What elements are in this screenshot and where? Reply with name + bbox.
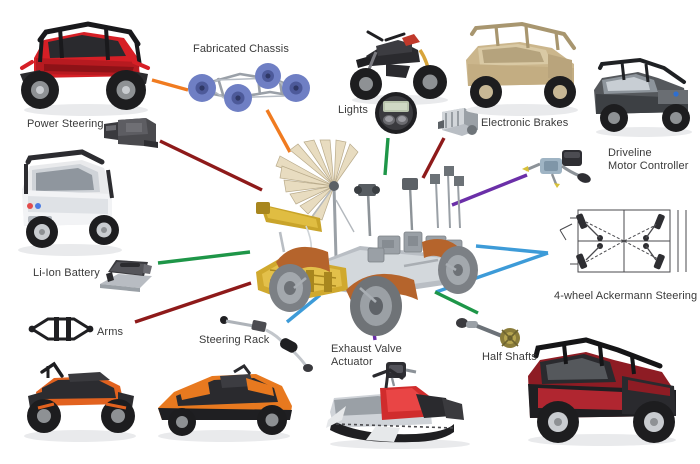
label-power-steering: Power Steering (27, 118, 104, 130)
headlight-cluster-pod-image (373, 90, 419, 136)
label-arms: Arms (97, 326, 124, 338)
red-sport-side-by-side-image (14, 18, 156, 118)
red-black-utility-truck-image (514, 334, 690, 450)
label-ackermann-steering: 4-wheel Ackermann Steering (554, 290, 698, 302)
label-lights: Lights (338, 104, 368, 116)
red-snowmobile-image (320, 354, 482, 450)
orange-atv-quad-image (14, 352, 146, 444)
li-ion-battery-pack-image (94, 252, 160, 296)
tan-military-utility-vehicle-image (456, 20, 588, 118)
lunar-rover-center-image (250, 139, 500, 336)
white-electric-utility-car-image (8, 146, 128, 261)
suspension-control-arms-image (28, 313, 94, 345)
orange-three-wheel-roadster-image (150, 352, 300, 444)
connector-battery-to-rover (157, 250, 251, 265)
bare-chassis-rolling-image (184, 58, 310, 118)
ackermann-steering-diagram-image (556, 200, 698, 290)
label-steering-rack: Steering Rack (199, 334, 270, 346)
label-half-shafts: Half Shafts (482, 351, 537, 363)
exhaust-valve-actuator-image (378, 356, 420, 388)
electric-power-steering-image (100, 110, 162, 152)
label-li-ion-battery: Li-Ion Battery (33, 267, 100, 279)
black-street-motorcycle-image (342, 16, 460, 108)
half-shaft-cv-joint-image (452, 314, 528, 350)
label-fabricated-chassis: Fabricated Chassis (193, 43, 289, 55)
label-exhaust-valve-actuator: Exhaust Valve Actuator (331, 343, 402, 368)
driveline-motor-controller-image (518, 142, 600, 188)
steering-rack-assembly-image (218, 312, 318, 372)
connector-power-steering-to-rover (159, 139, 263, 192)
grey-utility-work-vehicle-image (588, 54, 700, 140)
label-driveline-motor-controller: Driveline Motor Controller (608, 147, 689, 172)
label-electronic-brakes: Electronic Brakes (481, 117, 569, 129)
electronic-brake-module-image (434, 102, 486, 142)
connector-buggy-to-chassis (151, 78, 189, 92)
